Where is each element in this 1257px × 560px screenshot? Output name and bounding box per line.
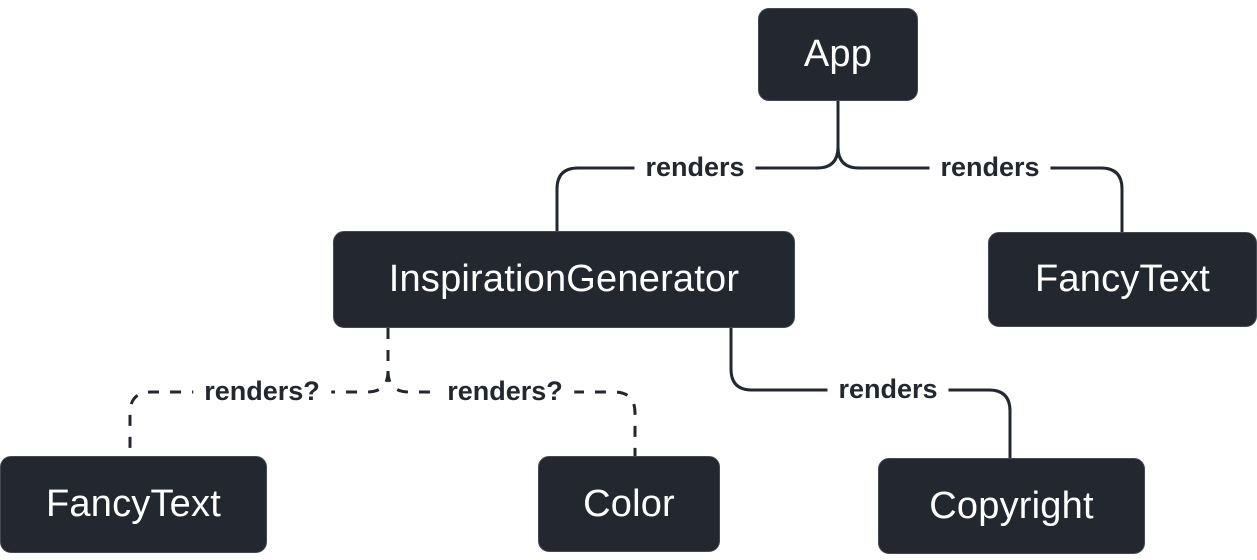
edge-label-renders-fancytext: renders [929, 151, 1051, 185]
node-color-label: Color [583, 482, 675, 525]
edge-app-inspirationgenerator [555, 146, 840, 231]
edge-label-renders-conditional-color: renders? [436, 375, 574, 409]
edge-app-fancytext [836, 146, 1124, 232]
node-fancy-text-bottom: FancyText [0, 456, 267, 553]
edge-label-renders-inspirationgenerator: renders [634, 151, 756, 185]
edge-label-renders-conditional-fancytext: renders? [193, 375, 331, 409]
node-app-label: App [803, 33, 873, 75]
node-inspiration-generator: InspirationGenerator [333, 231, 795, 328]
node-fancy-text-top: FancyText [988, 232, 1257, 327]
edge-label-renders-copyright: renders [827, 373, 949, 407]
edge-inspirationgenerator-fancytext [128, 370, 390, 456]
edge-inspirationgenerator-color [386, 370, 637, 456]
node-color: Color [538, 456, 720, 552]
node-fancy-text-bottom-label: FancyText [46, 483, 221, 525]
node-inspiration-generator-label: InspirationGenerator [388, 258, 740, 300]
node-copyright: Copyright [878, 458, 1145, 554]
node-copyright-label: Copyright [929, 484, 1094, 527]
node-app: App [758, 8, 918, 101]
node-fancy-text-top-label: FancyText [1035, 258, 1210, 300]
